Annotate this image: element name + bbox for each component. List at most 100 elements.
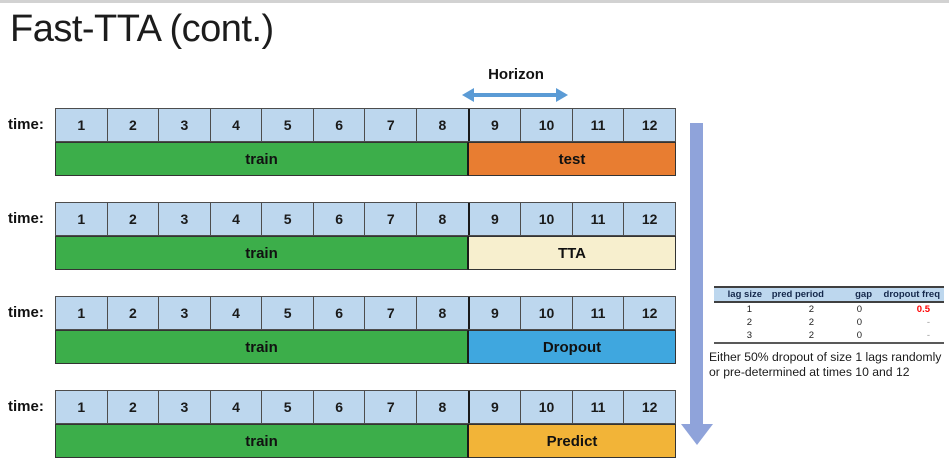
table-cell: 0.5 <box>916 304 930 315</box>
time-cell-5: 5 <box>262 297 314 329</box>
table-header-lag-size: lag size <box>714 286 766 303</box>
time-cell-6: 6 <box>314 297 366 329</box>
time-cell-12: 12 <box>641 211 658 227</box>
time-cell-10: 10 <box>521 297 573 329</box>
time-cell-10: 10 <box>521 109 573 141</box>
time-cell-8: 8 <box>417 109 470 141</box>
time-cell-4: 4 <box>211 109 263 141</box>
train-bar: train <box>55 330 469 364</box>
time-cell-8: 8 <box>417 297 470 329</box>
time-cell-6: 6 <box>314 391 366 423</box>
time-cell-5: 5 <box>262 391 314 423</box>
table-cell: 3 <box>714 329 766 344</box>
train-bar: train <box>55 236 469 270</box>
time-cell-11: 11 <box>573 203 625 235</box>
table-row: 1 2 0 0.5 <box>714 302 944 316</box>
phase-bar-test: test <box>469 142 676 176</box>
time-label: time: <box>8 116 44 133</box>
table-header-pred-period: pred period <box>766 286 828 303</box>
time-cell-7: 7 <box>365 391 418 423</box>
train-bar: train <box>55 142 469 176</box>
time-cell-8: 8 <box>417 203 470 235</box>
time-cell-6: 6 <box>314 109 366 141</box>
time-cell-1: 1 <box>56 109 108 141</box>
table-cell: 0 <box>856 317 862 328</box>
time-cell-6: 6 <box>314 203 366 235</box>
time-cell-5: 5 <box>262 109 314 141</box>
time-cell-4: 4 <box>211 391 263 423</box>
time-cell-3: 3 <box>159 391 211 423</box>
time-cell-4: 4 <box>211 297 263 329</box>
dropout-caption: Either 50% dropout of size 1 lags random… <box>709 350 949 380</box>
time-cell-1: 1 <box>56 391 108 423</box>
time-cell-9: 9 <box>470 391 522 423</box>
horizon-double-arrow-icon <box>462 88 568 102</box>
time-label: time: <box>8 210 44 227</box>
table-cell: 1 <box>746 304 752 315</box>
time-cell-4: 4 <box>211 203 263 235</box>
time-cell-2: 2 <box>108 391 160 423</box>
slide-title: Fast-TTA (cont.) <box>10 8 274 50</box>
time-cell-9: 9 <box>470 297 522 329</box>
time-cell-2: 2 <box>108 203 160 235</box>
caption-line-2: or pre-determined at times 10 and 12 <box>709 365 910 380</box>
time-cell-11: 11 <box>573 109 625 141</box>
table-cell: 0 <box>856 304 862 315</box>
table-cell: 0 <box>828 329 876 344</box>
time-cell-10: 10 <box>521 203 573 235</box>
train-bar: train <box>55 424 469 458</box>
time-cell-1: 1 <box>56 297 108 329</box>
time-cell-7: 7 <box>365 203 418 235</box>
time-cell-2: 2 <box>108 297 160 329</box>
arrow-left-head-icon <box>462 88 474 102</box>
time-cell-8: 8 <box>417 391 470 423</box>
caption-line-1: Either 50% dropout of size 1 lags random… <box>709 350 942 364</box>
time-cell-9: 9 <box>470 203 522 235</box>
time-cell-7: 7 <box>365 297 418 329</box>
table-header-gap: gap <box>828 286 876 303</box>
table-header-dropout-freq: dropout freq <box>876 286 944 303</box>
arrow-right-head-icon <box>556 88 568 102</box>
time-label: time: <box>8 304 44 321</box>
table-cell: 2 <box>766 329 828 344</box>
time-cell-11: 11 <box>573 297 625 329</box>
phase-bar-predict: Predict <box>469 424 676 458</box>
time-cell-3: 3 <box>159 203 211 235</box>
arrow-line <box>471 93 559 97</box>
time-cell-3: 3 <box>159 109 211 141</box>
time-cell-2: 2 <box>108 109 160 141</box>
flow-down-arrowhead-icon <box>681 424 713 445</box>
table-cell: 2 <box>808 317 814 328</box>
time-cell-12: 12 <box>641 399 658 415</box>
time-cell-9: 9 <box>470 109 522 141</box>
time-cell-11: 11 <box>573 391 625 423</box>
time-cell-1: 1 <box>56 203 108 235</box>
time-cell-5: 5 <box>262 203 314 235</box>
table-cell: - <box>926 317 930 328</box>
phase-bar-dropout: Dropout <box>469 330 676 364</box>
phase-bar-tta: TTA <box>469 236 676 270</box>
table-cell: 2 <box>746 317 752 328</box>
flow-down-arrow-icon <box>690 123 703 424</box>
horizon-label: Horizon <box>488 66 544 83</box>
table-row: 2 2 0 - <box>714 316 944 329</box>
table-cell: - <box>876 329 944 344</box>
table-cell: 2 <box>808 304 814 315</box>
time-cell-10: 10 <box>521 391 573 423</box>
time-cell-12: 12 <box>641 117 658 133</box>
time-label: time: <box>8 398 44 415</box>
